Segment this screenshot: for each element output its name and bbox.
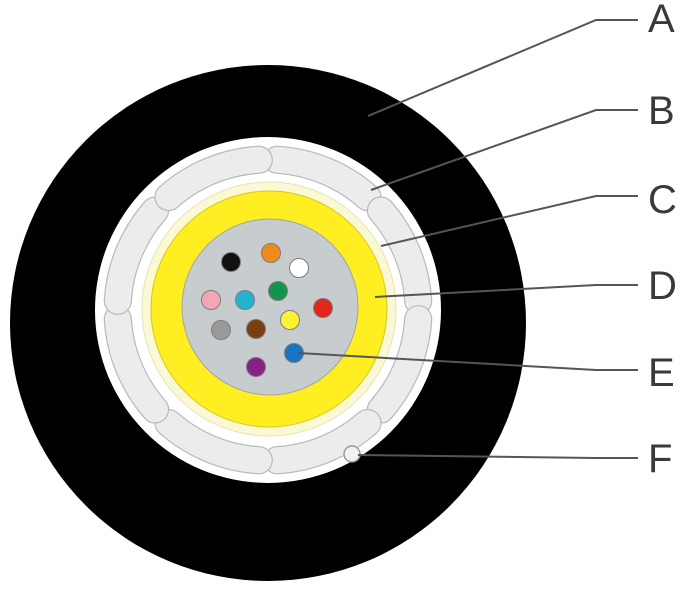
leader-line-d [374,284,638,298]
fiber-green [268,281,288,301]
callout-label-b: B [648,89,675,133]
strength-member-segment [263,408,382,475]
fiber-gray [211,320,231,340]
leader-lines [297,19,638,459]
leader-line-f [357,454,638,459]
strength-member-segment [366,196,433,315]
ripcord [343,445,361,463]
fiber-white [289,258,309,278]
callout-label-d: D [648,264,677,308]
fiber-brown [246,319,266,339]
callout-label-a: A [648,0,675,41]
fiber-violet [246,357,266,377]
callout-label-f: F [648,437,672,481]
leader-line-b [370,109,638,191]
callout-label-e: E [648,351,675,395]
strength-member-segment [154,145,273,212]
strength-member-segments [103,145,433,475]
fiber-aqua [235,290,255,310]
fiber-red [313,298,333,318]
fiber-orange [261,243,281,263]
strength-member-segment [103,305,170,424]
fiber-pink [201,290,221,310]
leader-line-c [380,195,638,247]
leader-line-e [297,352,638,371]
fiber-yellow [280,310,300,330]
strength-member-segment [366,305,433,424]
fiber-black [221,252,241,272]
strength-member-segment [154,408,273,475]
leader-line-a [367,19,638,117]
callout-label-c: C [648,178,677,222]
optical-fibers [201,243,333,377]
strength-member-segment [103,196,170,315]
